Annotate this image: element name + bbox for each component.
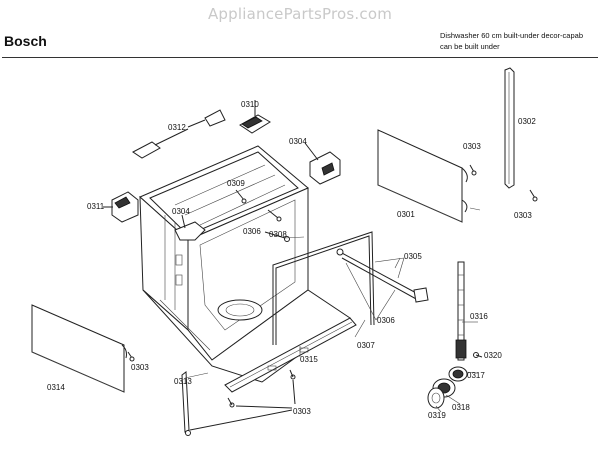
callout-0311: 0311 xyxy=(87,202,105,211)
part-0303-screws-bottom xyxy=(189,369,296,431)
part-0320-screw xyxy=(473,352,483,358)
part-0303-screw-left xyxy=(127,351,135,362)
callout-0306: 0306 xyxy=(377,316,395,325)
callout-0319: 0319 xyxy=(428,411,446,420)
part-0303-screw-right-top xyxy=(469,164,477,176)
part-0315-base xyxy=(224,317,357,393)
callout-0308-b: 0308 xyxy=(269,230,287,239)
part-0319-washer xyxy=(427,387,445,409)
callout-0301: 0301 xyxy=(397,210,415,219)
brand-title: Bosch xyxy=(4,33,47,49)
part-0314-panel xyxy=(31,304,127,393)
callout-0304-top: 0304 xyxy=(289,137,307,146)
part-0312 xyxy=(132,109,226,159)
callout-0313: 0313 xyxy=(174,377,192,386)
description-line-1: Dishwasher 60 cm built-under decor-capab xyxy=(440,31,583,40)
part-0313-rail xyxy=(181,371,191,436)
part-0304-top xyxy=(304,142,341,185)
part-0305-rail xyxy=(336,248,429,303)
leader-lines xyxy=(184,207,481,413)
model-description: Dishwasher 60 cm built-under decor-capab… xyxy=(440,30,583,52)
callout-0304-left: 0304 xyxy=(172,207,190,216)
part-0309 xyxy=(235,189,247,204)
callout-0308: 0306 xyxy=(243,227,261,236)
part-0311 xyxy=(103,191,139,223)
part-0317-gear xyxy=(448,366,468,382)
callout-0303-bottom: 0303 xyxy=(293,407,311,416)
callout-0314: 0314 xyxy=(47,383,65,392)
part-0301-panel xyxy=(377,129,468,223)
callout-0307: 0307 xyxy=(357,341,375,350)
callout-0315: 0315 xyxy=(300,355,318,364)
callout-0309: 0309 xyxy=(227,179,245,188)
callout-0303-right-top: 0303 xyxy=(463,142,481,151)
callout-0312: 0312 xyxy=(168,123,186,132)
callout-0302: 0302 xyxy=(518,117,536,126)
part-0303-screw-far-right xyxy=(529,189,538,202)
part-0304-left xyxy=(174,214,206,241)
callout-0310: 0310 xyxy=(241,100,259,109)
part-0307-door-seal xyxy=(272,231,375,345)
callout-0317: 0317 xyxy=(467,371,485,380)
tub-frame xyxy=(139,145,351,383)
part-0310 xyxy=(239,100,271,134)
callout-0303-far-right: 0303 xyxy=(514,211,532,220)
callout-0318: 0318 xyxy=(452,403,470,412)
watermark: AppliancePartsPros.com xyxy=(207,5,393,23)
callout-labels: 0310 0312 0304 0309 0311 0304 0306 0303 … xyxy=(47,100,536,420)
callout-0320: 0320 xyxy=(484,351,502,360)
header-divider xyxy=(2,57,598,58)
description-line-2: can be built under xyxy=(440,42,500,51)
callout-0316: 0316 xyxy=(470,312,488,321)
part-0302-strip xyxy=(504,67,515,189)
callout-0305: 0305 xyxy=(404,252,422,261)
callout-0303-left: 0303 xyxy=(131,363,149,372)
part-0316-leveling-rod xyxy=(455,261,467,361)
